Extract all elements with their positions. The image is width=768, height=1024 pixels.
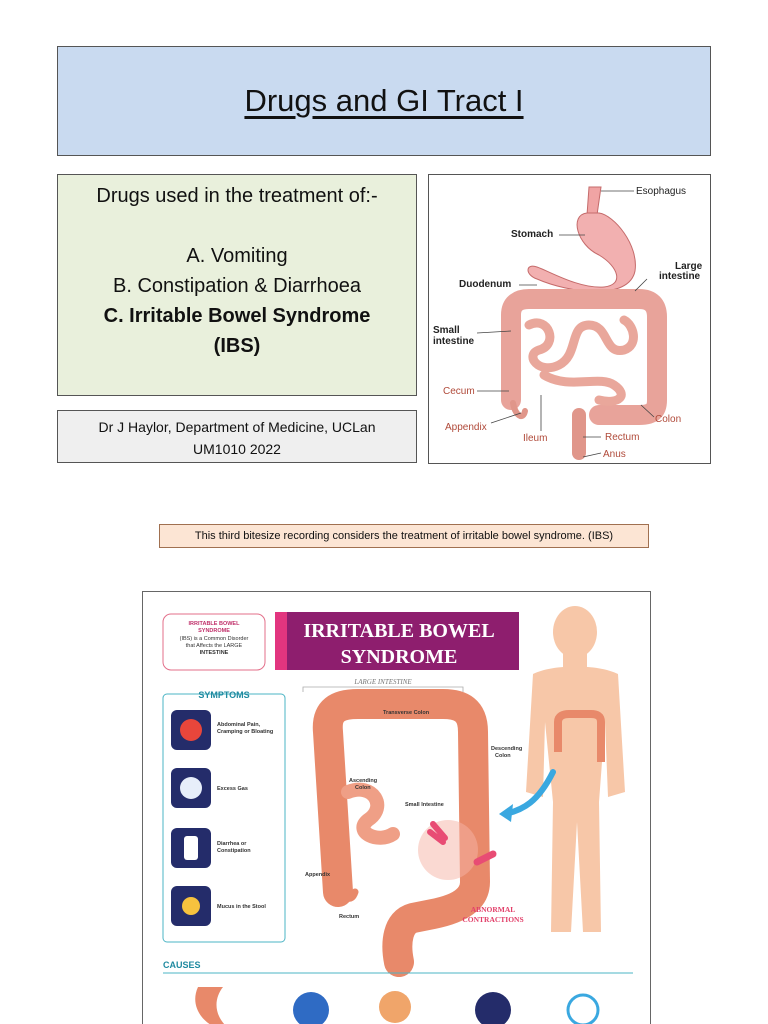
label-stomach: Stomach (511, 229, 553, 240)
definition-line-5: INTESTINE (200, 650, 229, 656)
item-ibs: C. Irritable Bowel Syndrome (103, 305, 371, 327)
cause-icons (195, 987, 600, 1024)
symptom-1-line-1: Abdominal Pain, (217, 722, 261, 728)
label-large-intestine-1: Large (675, 261, 703, 272)
banner-line-2: SYNDROME (341, 646, 458, 668)
title-banner (275, 612, 519, 670)
label-appendix: Appendix (305, 872, 331, 878)
appendix-shape (510, 400, 528, 419)
colon-shape (312, 689, 490, 977)
label-appendix: Appendix (445, 422, 487, 433)
symptoms-title: SYMPTOMS (198, 690, 249, 700)
label-abnormal-1: ABNORMAL (471, 905, 516, 914)
symptom-icons (171, 710, 211, 926)
cause-bacteria-icon (566, 993, 600, 1024)
label-ascending-1: Ascending (349, 778, 377, 784)
label-descending-1: Descending (491, 746, 522, 752)
label-ascending-2: Colon (355, 785, 371, 791)
label-duodenum: Duodenum (459, 279, 511, 290)
ibs-infographic-illustration: IRRITABLE BOWEL SYNDROME (IBS) is a Comm… (162, 606, 633, 1024)
definition-card (162, 613, 266, 671)
label-small-intestine-1: Small (433, 325, 460, 336)
large-intestine-caption: LARGE INTESTINE (353, 678, 412, 686)
caption-box: This third bitesize recording considers … (159, 524, 649, 548)
label-colon: Colon (655, 414, 681, 425)
small-intestine-shape (524, 315, 638, 406)
arrow-icon (427, 821, 448, 845)
item-ibs-abbrev: (IBS) (213, 335, 261, 357)
item-vomiting: A. Vomiting (186, 245, 288, 267)
drugs-intro: Drugs used in the treatment of:- (96, 185, 378, 207)
caption-text: This third bitesize recording considers … (194, 530, 614, 542)
drugs-list-box: Drugs used in the treatment of:- A. Vomi… (57, 174, 417, 396)
symptom-2: Excess Gas (217, 786, 248, 792)
label-rectum: Rectum (605, 432, 639, 443)
definition-line-3: (IBS) is a Common Disorder (180, 636, 249, 642)
symptom-1-line-2: Cramping or Bloating (217, 729, 273, 735)
author-text: Dr J Haylor, Department of Medicine, UCL… (98, 419, 376, 435)
gi-tract-diagram: Esophagus Stomach Large intestine Duoden… (428, 174, 711, 464)
label-small-intestine: Small Intestine (405, 802, 444, 808)
symptoms-panel (162, 693, 286, 943)
banner-accent (275, 612, 287, 670)
label-anus: Anus (603, 449, 626, 460)
label-small-intestine-2: intestine (433, 336, 475, 347)
label-large-intestine-2: intestine (659, 271, 701, 282)
esophagus-shape (586, 186, 602, 216)
author-box: Dr J Haylor, Department of Medicine, UCL… (57, 410, 417, 463)
body-colon-shape (554, 710, 605, 762)
label-descending-2: Colon (495, 753, 511, 759)
cause-infection-icon (475, 992, 511, 1024)
spacer (58, 211, 416, 241)
causes-title: CAUSES (163, 960, 201, 970)
contraction-glow (418, 820, 478, 880)
label-abnormal-2: CONTRACTIONS (462, 915, 523, 924)
arrow-head-icon (499, 804, 513, 822)
label-ileum: Ileum (523, 433, 547, 444)
symptom-3-line-2: Constipation (217, 848, 251, 854)
stomach-shape (527, 212, 636, 292)
title-box: Drugs and GI Tract I (57, 46, 711, 156)
banner-line-1: IRRITABLE BOWEL (303, 620, 494, 642)
item-constipation-diarrhoea: B. Constipation & Diarrhoea (113, 275, 361, 297)
appendix-shape (337, 880, 359, 902)
symptom-3-line-1: Diarrhea or (217, 841, 247, 847)
label-esophagus: Esophagus (636, 186, 686, 197)
label-transverse-colon: Transverse Colon (383, 710, 430, 716)
human-silhouette (526, 606, 625, 932)
definition-line-4: that Affects the LARGE (186, 643, 243, 649)
ibs-infographic: IRRITABLE BOWEL SYNDROME (IBS) is a Comm… (142, 591, 651, 1024)
gi-tract-illustration: Esophagus Stomach Large intestine Duoden… (433, 186, 703, 460)
course-code: UM1010 2022 (193, 441, 281, 457)
slide-title: Drugs and GI Tract I (244, 83, 524, 118)
cause-nerve-icon (293, 992, 329, 1024)
label-rectum: Rectum (339, 914, 359, 920)
arrow-icon (473, 850, 497, 866)
definition-line-1: IRRITABLE BOWEL (189, 621, 241, 627)
small-intestine-shape (341, 782, 400, 845)
large-intestine-shape (501, 289, 667, 425)
cause-intestine-icon (195, 987, 225, 1024)
label-cecum: Cecum (443, 386, 475, 397)
cause-inflammation-icon (379, 991, 411, 1023)
symptom-4: Mucus in the Stool (217, 904, 266, 910)
definition-line-2: SYNDROME (198, 628, 230, 634)
